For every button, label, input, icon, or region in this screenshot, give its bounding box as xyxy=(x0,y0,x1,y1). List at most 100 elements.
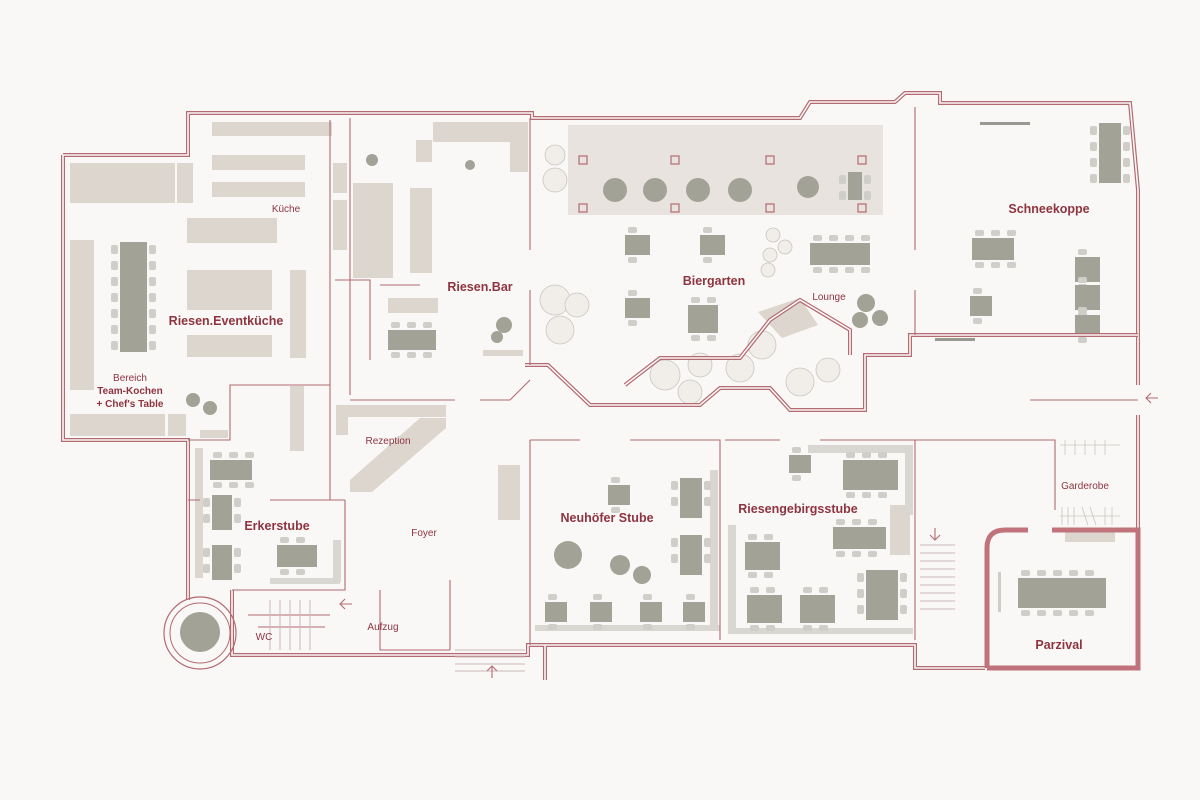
room-label-biergarten[interactable]: Biergarten xyxy=(683,274,746,288)
chair xyxy=(878,492,887,498)
room-label-garderobe[interactable]: Garderobe xyxy=(1061,481,1109,492)
counter xyxy=(168,414,186,436)
counter xyxy=(483,350,523,356)
room-label-aufzug[interactable]: Aufzug xyxy=(367,622,398,633)
room-label-bereich: Bereich xyxy=(113,373,147,384)
room-label-parzival[interactable]: Parzival xyxy=(1035,638,1082,652)
room-label-lounge[interactable]: Lounge xyxy=(812,292,846,303)
chair xyxy=(1069,610,1078,616)
bench xyxy=(728,628,913,634)
chair xyxy=(643,594,652,600)
room-label-eventkueche[interactable]: Riesen.Eventküche xyxy=(169,314,284,328)
chair xyxy=(203,514,210,523)
round-table xyxy=(186,393,200,407)
chair xyxy=(1078,277,1087,283)
chair xyxy=(280,537,289,543)
chair xyxy=(975,230,984,236)
chair xyxy=(857,573,864,582)
chair xyxy=(973,318,982,324)
room-label-erkerstube[interactable]: Erkerstube xyxy=(244,519,309,533)
chair xyxy=(391,352,400,358)
pillar xyxy=(578,203,588,213)
pillar xyxy=(578,155,588,165)
table xyxy=(212,495,232,530)
chair xyxy=(149,245,156,254)
table xyxy=(683,602,705,622)
bench xyxy=(728,525,736,630)
counter xyxy=(333,163,347,193)
table xyxy=(545,602,567,622)
chair xyxy=(836,551,845,557)
chair xyxy=(1123,158,1130,167)
tree-icon xyxy=(765,227,781,243)
table xyxy=(848,172,862,200)
chair xyxy=(296,569,305,575)
chair xyxy=(548,594,557,600)
counter xyxy=(212,155,305,170)
room-label-chefs-table[interactable]: + Chef's Table xyxy=(97,399,164,410)
chair xyxy=(149,293,156,302)
chair xyxy=(548,624,557,630)
chair xyxy=(846,492,855,498)
round-table xyxy=(872,310,888,326)
room-label-rezeption[interactable]: Rezeption xyxy=(365,436,410,447)
chair xyxy=(691,335,700,341)
chair xyxy=(234,514,241,523)
room-label-riesengebirgsstube[interactable]: Riesengebirgsstube xyxy=(738,502,858,516)
chair xyxy=(792,447,801,453)
chair xyxy=(423,352,432,358)
round-table xyxy=(496,317,512,333)
round-table xyxy=(852,312,868,328)
counter xyxy=(177,163,193,203)
room-label-foyer[interactable]: Foyer xyxy=(411,528,437,539)
coat-rack xyxy=(1060,440,1120,526)
chair xyxy=(857,589,864,598)
table xyxy=(120,242,147,352)
chair xyxy=(391,322,400,328)
chair xyxy=(839,191,846,200)
table xyxy=(745,542,780,570)
chair xyxy=(149,325,156,334)
table xyxy=(833,527,886,549)
chair xyxy=(1053,570,1062,576)
room-label-team-kochen[interactable]: Team-Kochen xyxy=(97,386,162,397)
chair xyxy=(846,452,855,458)
room-label-bar[interactable]: Riesen.Bar xyxy=(447,280,512,294)
parzival-room-outline[interactable] xyxy=(984,527,1141,671)
chair xyxy=(111,261,118,270)
table xyxy=(210,460,252,480)
chair xyxy=(1007,262,1016,268)
chair xyxy=(750,587,759,593)
chair xyxy=(750,625,759,631)
chair xyxy=(748,572,757,578)
chair xyxy=(671,554,678,563)
room-label-neuhoefer[interactable]: Neuhöfer Stube xyxy=(560,511,653,525)
chair xyxy=(1053,610,1062,616)
room-label-wc[interactable]: WC xyxy=(256,632,273,643)
chair xyxy=(803,625,812,631)
round-table xyxy=(686,178,710,202)
chair xyxy=(234,564,241,573)
chair xyxy=(829,267,838,273)
room-label-schneekoppe[interactable]: Schneekoppe xyxy=(1008,202,1089,216)
tree-icon xyxy=(545,315,575,345)
table xyxy=(972,238,1014,260)
chair xyxy=(704,497,711,506)
tree-icon xyxy=(777,239,793,255)
exterior-walls xyxy=(61,91,1140,680)
round-table xyxy=(610,555,630,575)
counter xyxy=(195,448,203,578)
table xyxy=(970,296,992,316)
counter xyxy=(212,122,332,136)
counter xyxy=(410,188,432,273)
chair xyxy=(245,482,254,488)
pillar xyxy=(857,155,867,165)
chair xyxy=(1007,230,1016,236)
table xyxy=(680,478,702,518)
screen xyxy=(980,122,1030,125)
counter xyxy=(212,182,305,197)
chair xyxy=(857,605,864,614)
room-label-kueche[interactable]: Küche xyxy=(272,204,301,215)
chair xyxy=(707,297,716,303)
